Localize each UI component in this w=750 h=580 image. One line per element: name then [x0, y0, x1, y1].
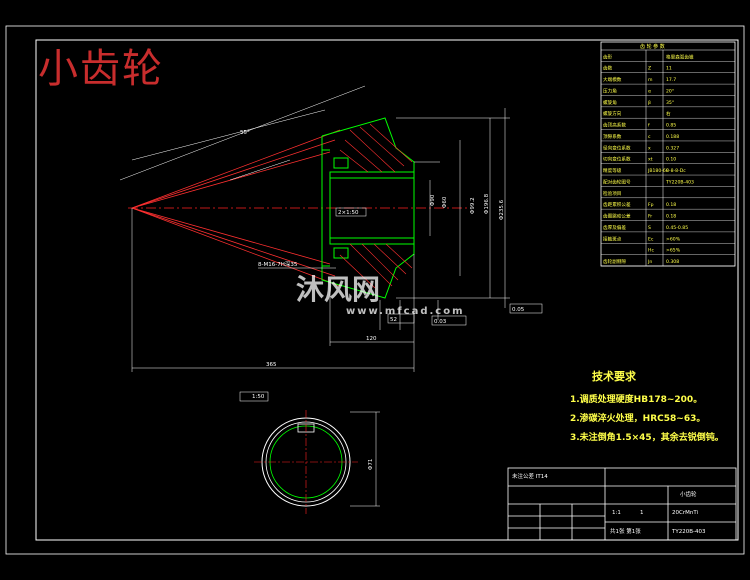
- drawing-title: 小齿轮: [38, 46, 164, 92]
- tech-req-item-1: 1.调质处理硬度HB178~200。: [570, 395, 703, 405]
- tb-material: 20CrMnTi: [672, 510, 699, 516]
- param-value: >60%: [666, 236, 681, 242]
- tb-drawing-no: TY220B-403: [671, 529, 706, 535]
- dim-diam-3: Φ99.2: [470, 197, 476, 214]
- param-value: 格里森弧齿锥: [666, 53, 694, 60]
- tb-sheet: 共1张 第1张: [610, 527, 641, 535]
- param-symbol: x: [648, 146, 651, 151]
- param-name: 配对齿轮图号: [603, 178, 631, 185]
- param-name: 齿顶高系数: [603, 122, 626, 129]
- dim-side-taper: 1:50: [252, 394, 265, 400]
- dim-side-diam: Φ71: [368, 459, 374, 470]
- pitch-cone-lines: [131, 129, 341, 287]
- param-symbol: Ec: [648, 236, 654, 242]
- param-name: 齿轮副侧隙: [603, 258, 626, 265]
- dim-length-1: 120: [366, 336, 377, 342]
- param-name: 齿数: [603, 65, 613, 72]
- param-name: 螺旋方向: [603, 110, 622, 117]
- param-symbol: α: [648, 89, 651, 94]
- param-value: TY220B-403: [665, 179, 694, 185]
- param-name: 压力角: [603, 87, 617, 94]
- param-symbol: Hc: [648, 248, 654, 254]
- param-name: 齿圈跳动公差: [603, 213, 631, 220]
- tech-req-header: 技术要求: [592, 370, 636, 383]
- param-name: 齿厚及偏差: [603, 224, 626, 231]
- side-view: [239, 391, 380, 514]
- title-block: [507, 467, 737, 541]
- param-symbol: Jn: [647, 259, 652, 265]
- param-value: 0.45-0.85: [666, 225, 688, 231]
- param-value: 20°: [666, 88, 674, 94]
- param-value: 0.308: [666, 259, 679, 265]
- watermark-text: 沐风网: [296, 273, 381, 306]
- drawing-frame: [35, 39, 739, 541]
- param-symbol: S: [648, 225, 651, 231]
- param-symbol: xt: [648, 157, 653, 163]
- param-name: 顶隙系数: [603, 133, 622, 140]
- param-value: >65%: [666, 248, 681, 254]
- dim-taper: 2×1:50: [338, 210, 359, 216]
- dim-tapped-holes: 8-M16-7H深35: [258, 260, 298, 268]
- param-symbol: Fr: [648, 214, 652, 220]
- param-name: 切向变位系数: [603, 156, 631, 163]
- param-value: 11: [666, 66, 672, 72]
- section-hatching: [339, 123, 413, 289]
- param-symbol: JB180-60: [647, 168, 669, 174]
- tech-req-item-2: 2.渗碳淬火处理，HRC58~63。: [570, 414, 706, 424]
- param-name: 径向变位系数: [603, 144, 631, 151]
- dim-length-2: 365: [266, 362, 277, 368]
- param-name: 螺旋角: [603, 99, 617, 106]
- param-value: 右: [666, 110, 671, 117]
- param-name: 大端模数: [603, 76, 622, 83]
- param-value: 8-8-8-Dc: [666, 168, 686, 174]
- param-value: 17.7: [666, 77, 676, 83]
- tb-notes: 未注公差 IT14: [512, 472, 548, 480]
- param-symbol: f: [648, 123, 650, 129]
- param-value: 0.10: [666, 157, 676, 163]
- dim-diam-4: Φ196.8: [484, 193, 490, 214]
- dim-diam-5: Φ235.6: [499, 199, 505, 220]
- dim-angle: 55°: [240, 130, 250, 136]
- title-block-texts: 小齿轮 20CrMnTi TY220B-403 1:1 1 共1张 第1张 未注…: [512, 472, 706, 535]
- param-symbol: Z: [648, 66, 651, 72]
- param-symbol: Fp: [648, 202, 654, 208]
- dim-tol-2: 0.03: [434, 319, 447, 325]
- dim-tol-1: 0.05: [512, 307, 525, 313]
- param-name: 齿距累积公差: [603, 201, 631, 208]
- tb-count: 1: [640, 510, 644, 516]
- sheet-border: [5, 25, 745, 555]
- tb-scale: 1:1: [612, 510, 621, 516]
- param-name: 接触斑点: [603, 235, 622, 242]
- tb-name: 小齿轮: [680, 490, 697, 498]
- dimension-lines: [119, 85, 543, 372]
- param-symbol: m: [648, 78, 653, 83]
- watermark: 沐风网 www.mfcad.com: [296, 268, 465, 317]
- param-value: 0.188: [666, 134, 679, 140]
- dim-keyway: 52: [390, 317, 397, 323]
- dimension-texts: 8-M16-7H深35 Φ90 Φ60 Φ99.2 Φ196.8 Φ235.6 …: [240, 130, 525, 470]
- param-value: 0.85: [666, 123, 676, 129]
- dim-bore: Φ90: [430, 194, 436, 206]
- param-symbol: c: [648, 135, 651, 140]
- param-symbol: β: [648, 100, 651, 106]
- param-value: 35°: [666, 100, 674, 106]
- param-name: 检验项目: [603, 190, 621, 197]
- watermark-url: www.mfcad.com: [346, 306, 465, 317]
- param-value: 0.327: [666, 145, 679, 151]
- param-value: 0.18: [666, 214, 676, 220]
- dim-hub: Φ60: [442, 196, 448, 208]
- technical-requirements: 技术要求 1.调质处理硬度HB178~200。 2.渗碳淬火处理，HRC58~6…: [570, 368, 724, 449]
- param-name: 齿形: [603, 53, 613, 60]
- param-name: 精度等级: [603, 167, 622, 174]
- param-value: 0.18: [666, 202, 676, 208]
- tech-req-item-3: 3.未注倒角1.5×45，其余去锐倒钝。: [570, 433, 724, 443]
- params-table-header: 齿 轮 参 数: [640, 43, 665, 50]
